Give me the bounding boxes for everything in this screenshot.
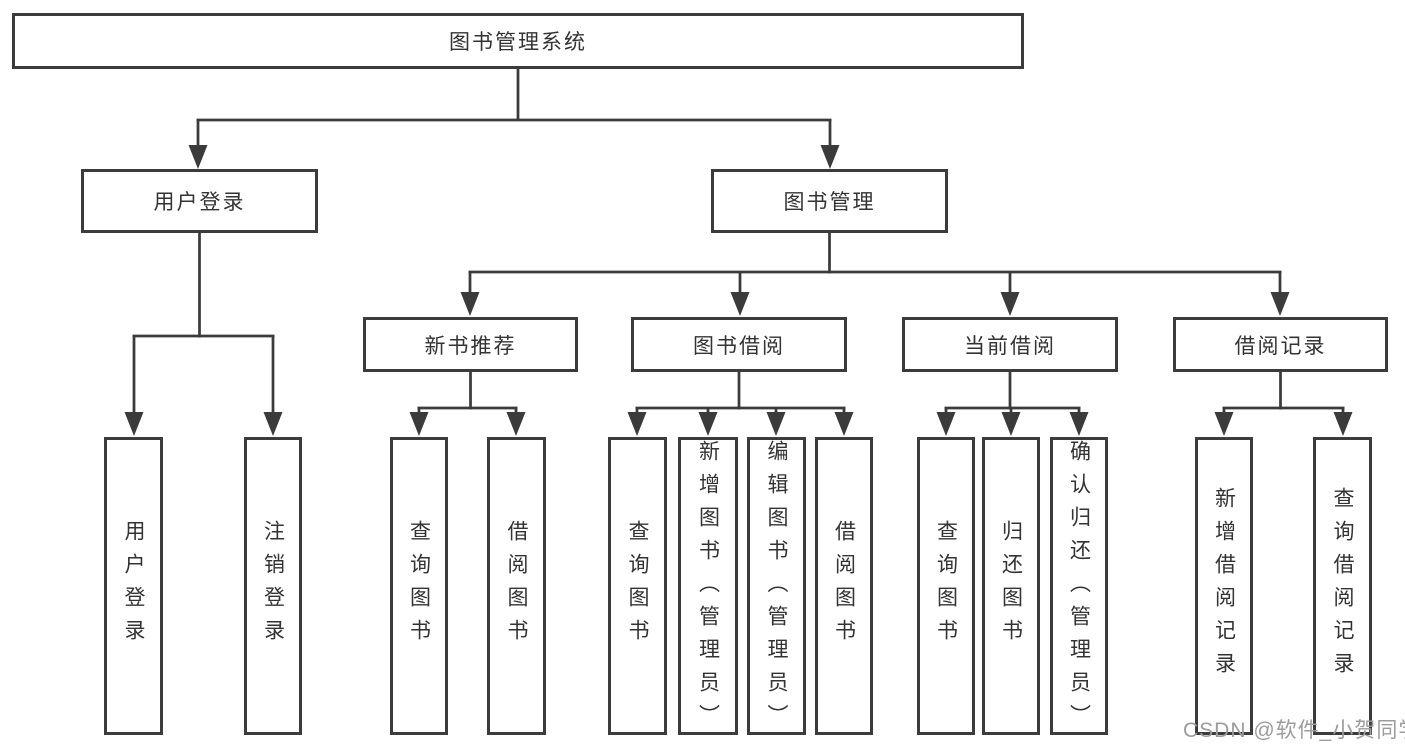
leaf-edit-book-admin-label: 编辑图书（管理员） <box>765 440 788 737</box>
leaf-borrow-books-borrowing: 借阅图书 <box>815 437 873 735</box>
node-user-login: 用户登录 <box>81 169 318 233</box>
node-user-login-label: 用户登录 <box>153 191 246 214</box>
node-book-management: 图书管理 <box>711 169 948 233</box>
leaf-logout-login: 注销登录 <box>244 437 302 735</box>
leaf-borrow-books-recommend-label: 借阅图书 <box>505 520 528 652</box>
leaf-return-book-label: 归还图书 <box>999 520 1023 652</box>
leaf-logout-login-label: 注销登录 <box>261 520 285 652</box>
leaf-add-book-admin-label: 新增图书（管理员） <box>696 440 720 737</box>
leaf-user-login-label: 用户登录 <box>122 520 145 652</box>
leaf-add-borrow-record-label: 新增借阅记录 <box>1212 487 1236 685</box>
leaf-query-borrow-record: 查询借阅记录 <box>1313 437 1372 735</box>
leaf-return-book: 归还图书 <box>982 437 1040 735</box>
node-current-borrowing: 当前借阅 <box>902 317 1118 372</box>
node-book-borrowing: 图书借阅 <box>631 317 847 372</box>
leaf-query-books-borrowing-label: 查询图书 <box>626 520 649 652</box>
csdn-watermark: CSDN @软件_小贺同学 <box>1183 719 1405 742</box>
leaf-query-books-recommend: 查询图书 <box>390 437 448 735</box>
node-new-book-recommend: 新书推荐 <box>363 317 578 372</box>
node-current-borrowing-label: 当前借阅 <box>964 334 1056 358</box>
node-system-title-label: 图书管理系统 <box>449 31 587 54</box>
leaf-query-books-current: 查询图书 <box>917 437 975 735</box>
node-book-borrowing-label: 图书借阅 <box>693 334 785 358</box>
leaf-confirm-return-admin: 确认归还（管理员） <box>1050 437 1108 737</box>
leaf-user-login: 用户登录 <box>104 437 163 735</box>
leaf-borrow-books-borrowing-label: 借阅图书 <box>832 520 856 652</box>
leaf-borrow-books-recommend: 借阅图书 <box>487 437 546 735</box>
leaf-query-borrow-record-label: 查询借阅记录 <box>1331 487 1354 685</box>
leaf-add-book-admin: 新增图书（管理员） <box>678 437 738 737</box>
node-borrowing-records: 借阅记录 <box>1173 317 1388 372</box>
leaf-edit-book-admin: 编辑图书（管理员） <box>747 437 806 737</box>
node-book-management-label: 图书管理 <box>783 191 876 214</box>
leaf-query-books-recommend-label: 查询图书 <box>407 520 431 652</box>
node-borrowing-records-label: 借阅记录 <box>1234 334 1327 358</box>
node-new-book-recommend-label: 新书推荐 <box>424 334 517 358</box>
leaf-confirm-return-admin-label: 确认归还（管理员） <box>1067 440 1091 737</box>
leaf-query-books-borrowing: 查询图书 <box>608 437 667 735</box>
leaf-add-borrow-record: 新增借阅记录 <box>1195 437 1253 735</box>
node-system-title: 图书管理系统 <box>12 13 1024 69</box>
leaf-query-books-current-label: 查询图书 <box>934 520 958 652</box>
